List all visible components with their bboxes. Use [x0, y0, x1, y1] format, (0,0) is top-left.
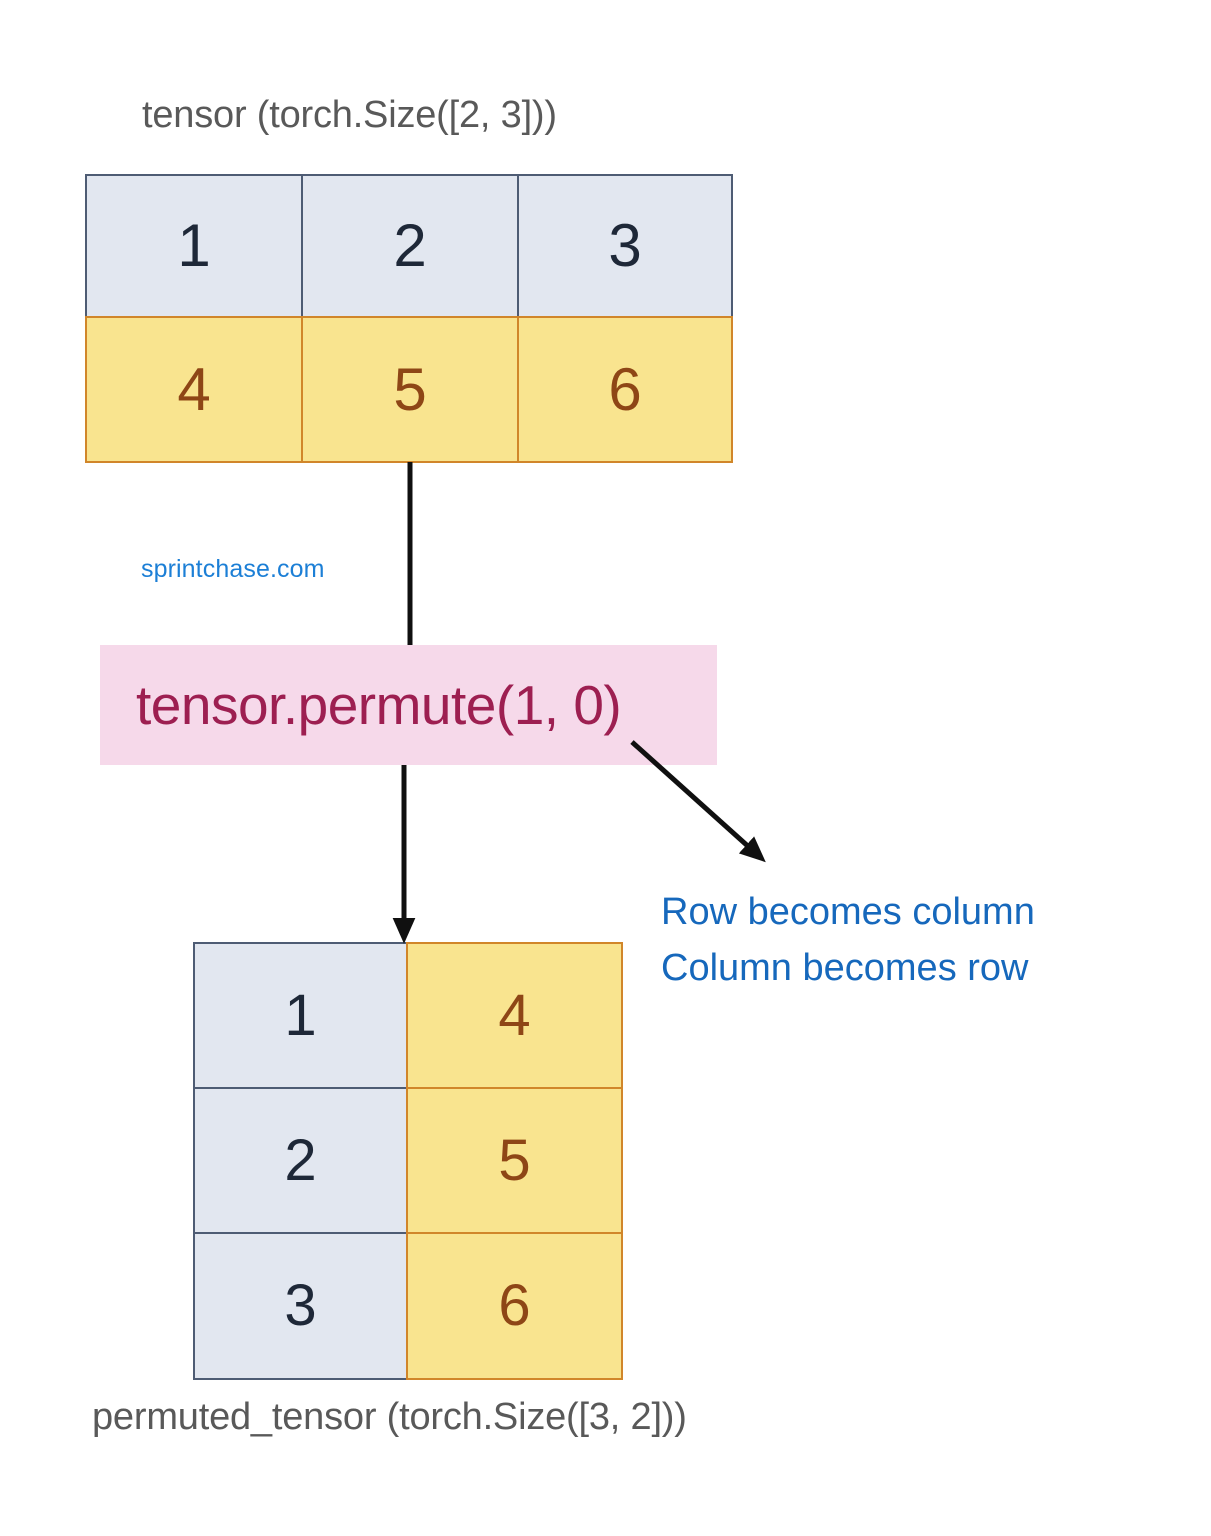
tensor-cell-r0c0: 1: [85, 174, 303, 318]
operation-label-box: tensor.permute(1, 0): [100, 645, 717, 765]
permuted-cell-r1c0: 2: [193, 1087, 408, 1234]
permuted-cell-r0c1: 4: [406, 942, 623, 1089]
permuted-tensor-caption: permuted_tensor (torch.Size([3, 2])): [92, 1396, 687, 1438]
tensor-caption: tensor (torch.Size([2, 3])): [142, 94, 557, 136]
tensor-cell-r1c1: 5: [301, 316, 519, 463]
tensor-cell-r0c1: 2: [301, 174, 519, 318]
permuted-cell-r2c1: 6: [406, 1232, 623, 1380]
tensor-cell-r0c2: 3: [517, 174, 733, 318]
permuted-cell-r2c0: 3: [193, 1232, 408, 1380]
explanation-note: Row becomes column Column becomes row: [661, 885, 1035, 997]
permuted-cell-r1c1: 5: [406, 1087, 623, 1234]
operation-label-text: tensor.permute(1, 0): [136, 674, 622, 736]
tensor-cell-r1c0: 4: [85, 316, 303, 463]
tensor-grid: 1 2 3 4 5 6: [85, 174, 733, 463]
note-line-1: Row becomes column: [661, 891, 1035, 933]
permuted-tensor-grid: 1 4 2 5 3 6: [193, 942, 623, 1380]
permuted-cell-r0c0: 1: [193, 942, 408, 1089]
watermark-label: sprintchase.com: [141, 555, 325, 583]
tensor-cell-r1c2: 6: [517, 316, 733, 463]
note-line-2: Column becomes row: [661, 946, 1029, 989]
